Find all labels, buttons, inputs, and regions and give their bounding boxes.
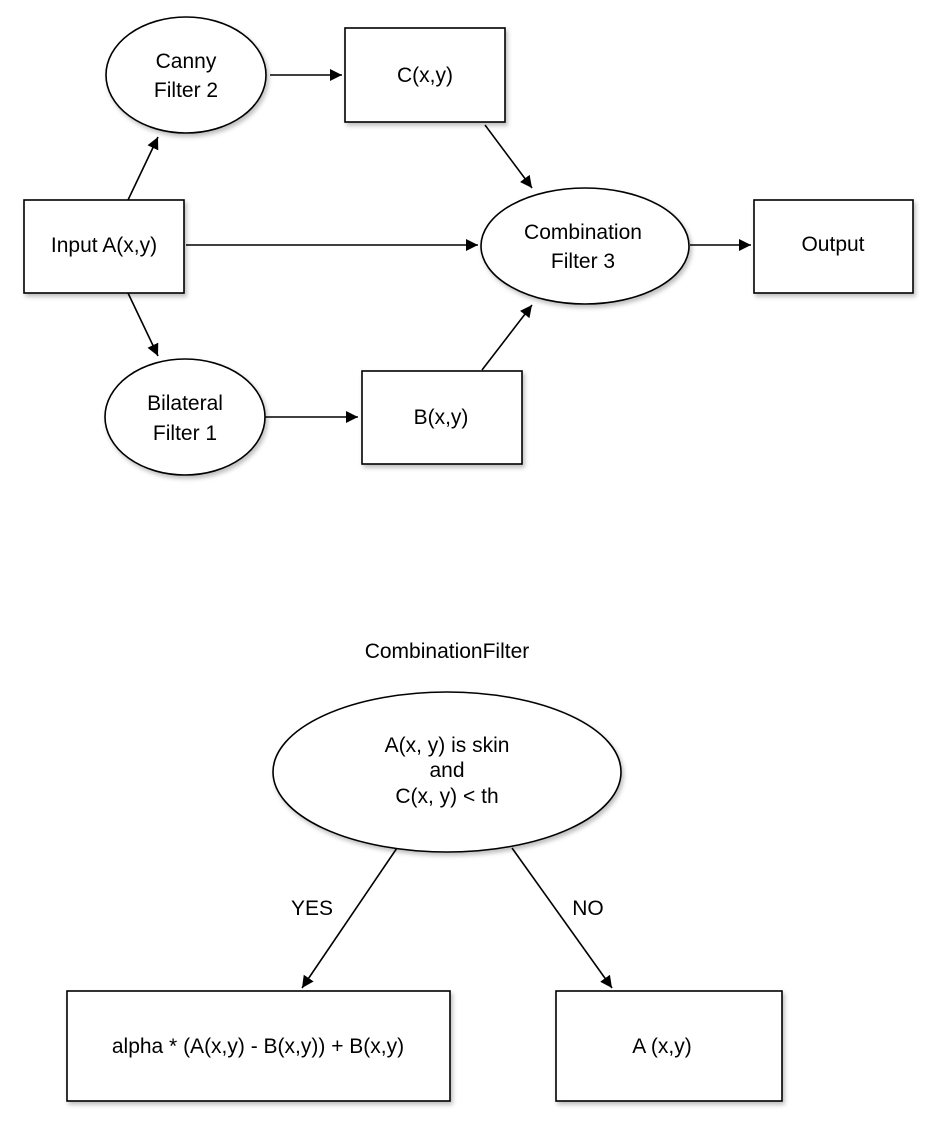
yes-label: YES [291,897,333,920]
bottom-edges [301,847,613,989]
canny-label-line2: Filter 2 [154,79,218,102]
bilateral-label-line1: Bilateral [147,392,223,415]
node-c-box: C(x,y) [344,27,506,123]
node-canny-filter: Canny Filter 2 [105,16,267,134]
node-output: Output [753,199,914,294]
c-box-label: C(x,y) [397,64,453,87]
canny-label-line1: Canny [156,50,217,73]
node-b-box: B(x,y) [361,370,523,465]
node-combination-filter: Combination Filter 3 [480,187,690,305]
decision-label-line3: C(x, y) < th [395,785,498,808]
edge-input-to-canny [127,136,159,201]
node-bilateral-filter: Bilateral Filter 1 [104,358,266,476]
no-label: NO [572,897,604,920]
edge-input-to-bilateral [127,292,159,357]
edge-c-to-combination [484,124,533,189]
node-decision: A(x, y) is skin and C(x, y) < th [272,691,622,853]
bilateral-label-line2: Filter 1 [153,422,217,445]
decision-label-line1: A(x, y) is skin [385,734,510,757]
combination-label-line2: Filter 3 [551,250,615,273]
yes-result-label: alpha * (A(x,y) - B(x,y)) + B(x,y) [112,1035,404,1058]
combination-label-line1: Combination [524,221,642,244]
output-label: Output [801,233,864,256]
top-edges [127,69,751,423]
decision-label-line2: and [429,759,464,782]
edge-decision-to-yes [301,847,398,989]
node-yes-result: alpha * (A(x,y) - B(x,y)) + B(x,y) [66,990,451,1102]
node-no-result: A (x,y) [555,990,783,1102]
b-box-label: B(x,y) [414,406,469,429]
node-input: Input A(x,y) [23,199,185,294]
no-result-label: A (x,y) [632,1035,692,1058]
edge-decision-to-no [511,847,613,989]
combination-filter-title: CombinationFilter [365,640,530,663]
edge-b-to-combination [481,304,533,371]
input-label: Input A(x,y) [51,234,157,257]
